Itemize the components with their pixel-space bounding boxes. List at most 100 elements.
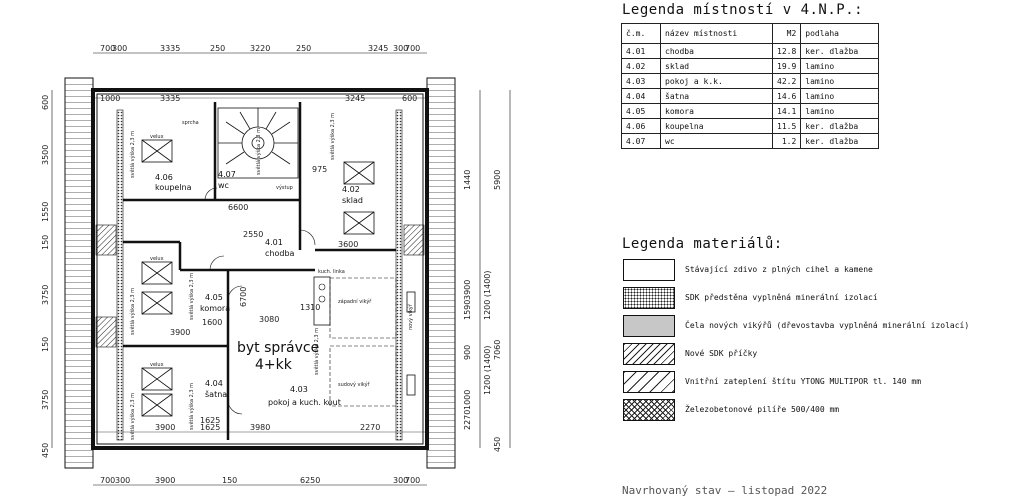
table-cell: 11.5 [771, 118, 802, 134]
dimension-label: 3335 [160, 44, 180, 53]
table-cell: 4.01 [621, 43, 661, 59]
dimension-label: 7060 [493, 340, 502, 360]
table-cell: chodba [660, 43, 773, 59]
dimension-label: 975 [312, 165, 327, 174]
room-code: 4.07 [218, 170, 236, 179]
note-svetla-vyska-7: světlá výška 2,3 m [255, 128, 262, 175]
dimension-label: 1200 (1400) [483, 270, 492, 320]
table-cell: 4.06 [621, 118, 661, 134]
table-cell: komora [660, 103, 773, 119]
room-name: chodba [265, 249, 295, 258]
dimension-label: 1200 (1400) [483, 345, 492, 395]
dimension-label: 5900 [493, 170, 502, 190]
dimension-label: 600 [41, 95, 50, 110]
room-name: sklad [342, 196, 363, 205]
room-name: šatna [205, 389, 227, 399]
dimension-label: 3900 [463, 280, 472, 300]
table-cell: lamino [800, 58, 880, 74]
room-name: wc [218, 181, 229, 190]
table-cell: 4.04 [621, 88, 661, 104]
dimension-label: 250 [210, 44, 225, 53]
table-cell: ker. dlažba [800, 43, 880, 59]
material-swatch [623, 315, 675, 337]
note-svetla-vyska-6: světlá výška 2,3 m [188, 383, 195, 430]
table-cell: 4.03 [621, 73, 661, 89]
table-cell: 4.02 [621, 58, 661, 74]
dimension-label: 250 [296, 44, 311, 53]
dimensions-bottom-inner: 3900 1625 3980 2270 [155, 423, 380, 432]
dimension-label: 1440 [463, 170, 472, 190]
partitions [123, 102, 396, 440]
material-swatch [623, 343, 675, 365]
room-code: 4.04 [205, 379, 223, 388]
table-cell: ker. dlažba [800, 133, 880, 149]
room-name: pokoj a kuch. kout [268, 398, 341, 407]
table-cell: 42.2 [771, 73, 802, 89]
apartment-title: byt správce [237, 340, 319, 356]
dimension-label: 3900 [155, 423, 175, 432]
dimension-label: 3750 [41, 390, 50, 410]
dimension-label: 6700 [239, 287, 248, 307]
dimension-label: 150 [41, 337, 50, 352]
dimension-label: 3980 [250, 423, 270, 432]
material-label: SDK předstěna vyplněná minerální izolací [685, 293, 878, 302]
dimension-label: 300 [393, 44, 408, 53]
material-swatch [623, 259, 675, 281]
dimension-label: 2270 [360, 423, 380, 432]
dimension-label: 1000 [100, 94, 120, 103]
table-cell: lamino [800, 103, 880, 119]
note-velux-2: velux [150, 256, 164, 262]
dimension-label: 3080 [259, 315, 279, 324]
dimension-label: 1625 [200, 416, 220, 425]
room-code: 4.06 [155, 173, 173, 182]
material-item: Stávající zdivo z plných cihel a kamene [623, 259, 1024, 281]
dimension-label: 3245 [345, 94, 365, 103]
room-code: 4.03 [290, 385, 308, 394]
roof-slope-east [426, 77, 456, 469]
room-code: 4.02 [342, 185, 360, 194]
dimension-label: 700 [405, 44, 420, 53]
note-velux-3: velux [150, 362, 164, 368]
dimension-label: 1600 [202, 318, 222, 327]
dimension-label: 3500 [41, 145, 50, 165]
table-cell: pokoj a k.k. [660, 73, 773, 89]
note-kuch-linka: kuch. linka [318, 269, 345, 275]
outer-wall [91, 88, 429, 450]
table-cell: 19.9 [771, 58, 802, 74]
dimension-label: 700 [405, 476, 420, 485]
table-cell: wc [660, 133, 773, 149]
table-cell: 4.07 [621, 133, 661, 149]
room-code: 4.01 [265, 238, 283, 247]
dimension-label: 150 [222, 476, 237, 485]
dimension-label: 3900 [170, 328, 190, 337]
roof-slope-west [64, 77, 94, 469]
note-vikyr-2: sudový vikýř [338, 381, 371, 388]
dimension-label: 3600 [338, 240, 358, 249]
note-sprcha: sprcha [182, 120, 199, 126]
material-label: Železobetonové pilíře 500/400 mm [685, 405, 840, 414]
note-velux-1: velux [150, 134, 164, 140]
table-cell: 12.8 [771, 43, 802, 59]
material-item: SDK předstěna vyplněná minerální izolací [623, 287, 1024, 309]
header-floor: podlaha [800, 23, 880, 44]
dimension-label: 1625 [200, 423, 220, 432]
material-label: Nové SDK příčky [685, 349, 758, 358]
dimension-label: 3900 [155, 476, 175, 485]
table-cell: sklad [660, 58, 773, 74]
material-item: Čela nových vikýřů (dřevostavba vyplněná… [623, 315, 1024, 337]
dimension-label: 450 [493, 437, 502, 452]
room-code: 4.05 [205, 293, 223, 302]
skylights [141, 139, 375, 417]
note-svetla-vyska-2: světlá výška 2,3 m [329, 113, 336, 160]
